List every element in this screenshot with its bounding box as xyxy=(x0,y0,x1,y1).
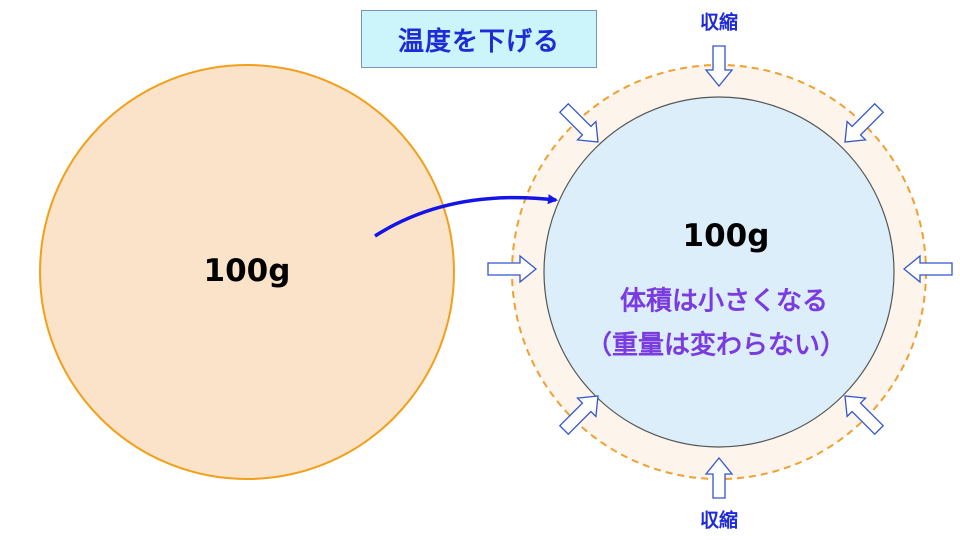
contracted-circle xyxy=(543,96,895,448)
right-mass-label: 100g xyxy=(682,218,770,254)
block-arrow-bottom xyxy=(704,456,734,499)
weight-note: （重量は変わらない） xyxy=(585,330,847,361)
volume-note: 体積は小さくなる xyxy=(619,286,829,317)
block-arrow-left xyxy=(487,254,538,284)
left-circle xyxy=(39,64,455,480)
block-arrow-bottom-right xyxy=(844,395,885,436)
block-arrow-right xyxy=(902,254,953,284)
block-arrow-top-left xyxy=(558,102,599,143)
title-text: 温度を下げる xyxy=(397,26,560,57)
block-arrow-bottom-left xyxy=(558,395,599,436)
shrink-label-top: 収縮 xyxy=(699,11,739,34)
title-box: 温度を下げる xyxy=(361,10,597,68)
left-mass-label: 100g xyxy=(203,253,291,289)
block-arrow-top xyxy=(704,45,734,88)
contraction-arrows xyxy=(487,45,953,499)
block-arrow-top-right xyxy=(844,102,885,143)
shrink-label-bottom: 収縮 xyxy=(699,509,739,532)
transition-arrow xyxy=(374,194,558,238)
